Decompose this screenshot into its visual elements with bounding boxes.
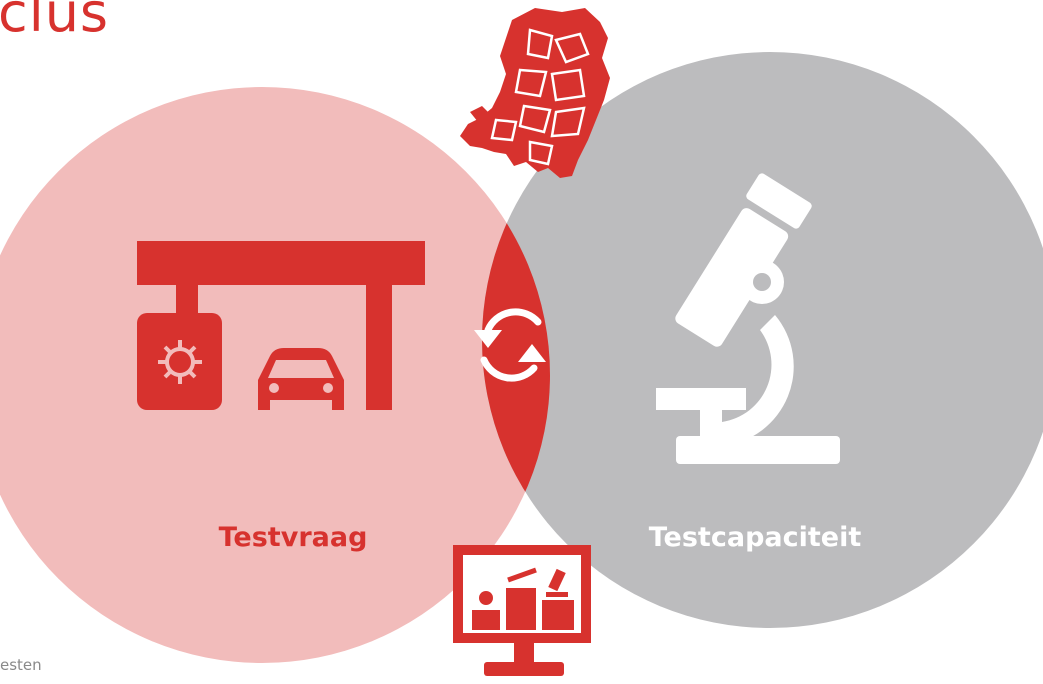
testcapaciteit-label: Testcapaciteit [649, 522, 862, 553]
microscope-knob [753, 273, 771, 291]
virus-icon [158, 340, 202, 384]
testcapaciteit-circle [482, 52, 1043, 628]
car-details [268, 360, 334, 393]
testvraag-label: Testvraag [219, 522, 368, 553]
refresh-arrowheads [474, 330, 546, 362]
refresh-cycle-icon [480, 308, 542, 382]
page-title: clus [0, 0, 110, 44]
footer-text: esten [0, 656, 42, 674]
netherlands-map-icon [460, 8, 610, 178]
microscope-icon [656, 173, 840, 464]
dashboard-monitor-icon [453, 545, 591, 676]
